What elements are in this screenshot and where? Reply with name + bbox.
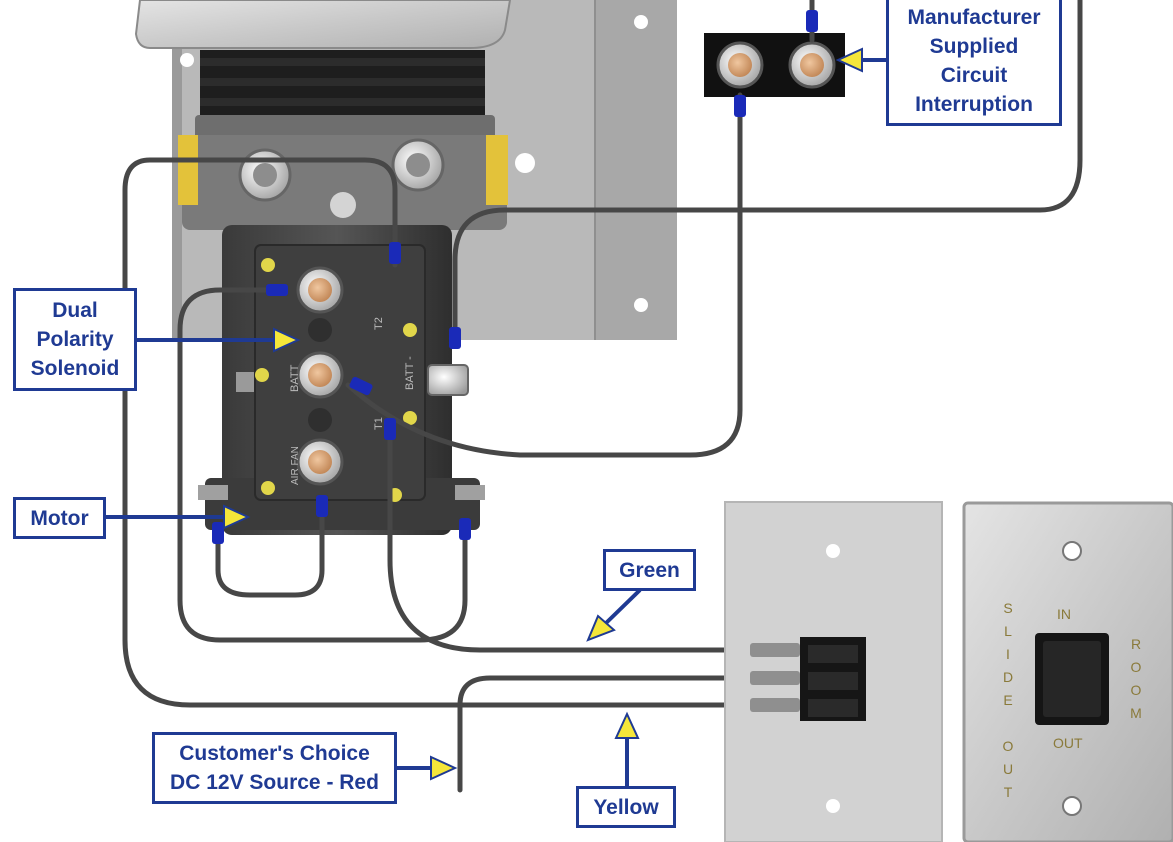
plate-letter: L [1004, 623, 1012, 639]
wire-terminals [750, 643, 800, 712]
switch-plate-blank [724, 501, 943, 842]
callout-line: Yellow [593, 795, 659, 819]
callout-line: Supplied [929, 35, 1019, 58]
callout-line: Polarity [36, 328, 114, 351]
callout-line: Solenoid [30, 357, 120, 380]
plate-letter: E [1003, 692, 1013, 708]
plate-letter: U [1002, 761, 1014, 777]
callout-line: Interruption [915, 93, 1033, 116]
callout-line: Manufacturer [907, 6, 1041, 29]
wire-batt-minus-loop [452, 0, 1083, 348]
callout-line: Motor [30, 506, 89, 530]
plate-letter: T [1003, 784, 1013, 800]
switch-plate-room [962, 501, 1173, 842]
connector-sleeves [212, 10, 818, 544]
wire-solenoid-left-loop [177, 287, 468, 643]
callout-leader-lines [106, 58, 886, 786]
callout-line: Circuit [940, 64, 1008, 87]
plate-letter: I [1006, 646, 1010, 662]
callout-line: Customer's Choice [179, 742, 370, 765]
plate-label-slide-out: S L I D E O U T [1000, 597, 1016, 804]
terminal-t1-label: T1 [373, 417, 385, 430]
callout-customer-dc-source: Customer's Choice DC 12V Source - Red [152, 732, 397, 804]
wire-green [387, 417, 768, 653]
callout-yellow: Yellow [576, 786, 676, 828]
plate-letter: O [1130, 682, 1142, 698]
callout-line: Dual [52, 299, 98, 322]
wire-top-loop [122, 157, 768, 708]
plate-letter: O [1002, 738, 1014, 754]
switch-out-label: OUT [1053, 735, 1083, 751]
plate-letter [1000, 712, 1016, 735]
callout-line: DC 12V Source - Red [170, 771, 379, 794]
plate-label-room: R O O M [1128, 633, 1144, 725]
plate-letter: R [1130, 636, 1142, 652]
wires [122, 0, 1083, 793]
wire-motor-loop [215, 497, 325, 598]
terminal-batt-minus-label: BATT - [404, 356, 416, 390]
callout-dual-polarity-solenoid: Dual Polarity Solenoid [13, 288, 137, 391]
callout-green: Green [603, 549, 696, 591]
switch-in-label: IN [1057, 606, 1071, 622]
callout-line: Green [619, 558, 680, 582]
plate-letter: D [1002, 669, 1014, 685]
terminal-air-fan-label: AIR FAN [290, 446, 301, 485]
circuit-interruption-block [704, 33, 845, 97]
solenoid-body: T2 T1 BATT - BATT AIR FAN [236, 244, 469, 502]
wire-batt-to-interruption [345, 92, 743, 458]
callout-pointers [223, 47, 863, 781]
terminal-batt-label: BATT [289, 364, 301, 392]
plate-letter: S [1003, 600, 1013, 616]
callout-manufacturer-supplied-circuit-interruption: Manufacturer Supplied Circuit Interrupti… [886, 0, 1062, 126]
plate-letter: M [1130, 705, 1142, 721]
callout-motor: Motor [13, 497, 106, 539]
plate-letter: O [1130, 659, 1142, 675]
wire-red-source [457, 675, 768, 793]
terminal-t2-label: T2 [373, 317, 385, 330]
